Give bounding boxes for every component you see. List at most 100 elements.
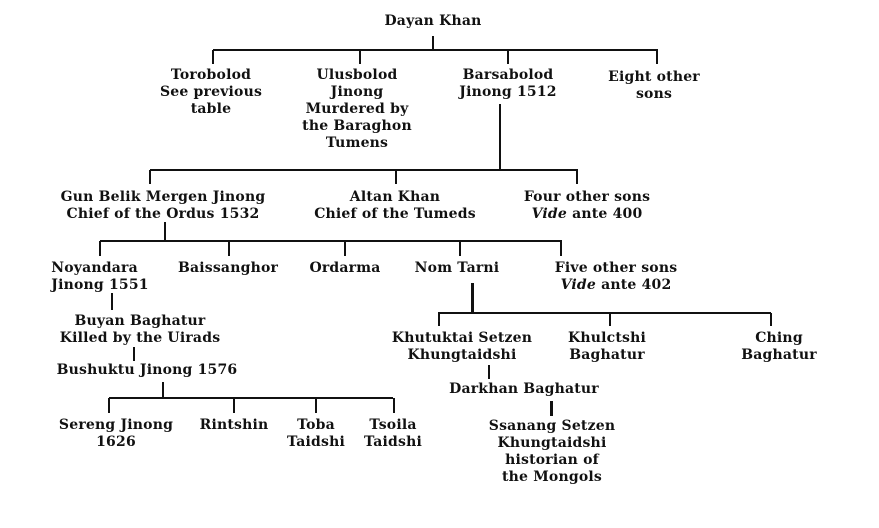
connector-line: [228, 241, 230, 256]
node-note: table: [190, 101, 232, 117]
connector-line: [459, 241, 461, 256]
node-label: Ulusbolod: [316, 67, 398, 83]
connector-line: [507, 50, 509, 64]
connector-line: [162, 382, 164, 397]
connector-line: [609, 313, 611, 326]
node-note: 1626: [96, 434, 136, 450]
node-label: Khulctshi: [567, 330, 647, 346]
node-dayan-khan: Dayan Khan: [384, 13, 481, 30]
node-note: Chief of the Ordus 1532: [66, 206, 260, 222]
node-label: Torobolod: [170, 67, 252, 83]
connector-line: [432, 36, 434, 50]
node-note: Tumens: [325, 135, 389, 151]
connector-line: [471, 283, 474, 313]
ref-text: ante 402: [596, 277, 672, 293]
node-label: Altan Khan: [349, 189, 441, 205]
node-note: Khungtaidshi: [407, 347, 517, 363]
node-label: Four other sons: [523, 189, 651, 205]
node-label: Nom Tarni: [414, 260, 500, 276]
connector-line: [656, 50, 658, 64]
sibling-bar: [213, 49, 658, 51]
sibling-bar: [109, 397, 393, 399]
node-note: Taidshi: [363, 434, 423, 450]
node-darkhan-baghatur: Darkhan Baghatur: [449, 381, 599, 398]
node-note: the Mongols: [502, 469, 602, 485]
vide-text: Vide: [531, 206, 568, 222]
node-note: sons: [635, 86, 673, 102]
node-label: Dayan Khan: [384, 13, 482, 29]
node-label: Barsabolod: [462, 67, 554, 83]
connector-line: [133, 347, 135, 361]
connector-line: [99, 241, 101, 256]
node-note: Chief of the Tumeds: [314, 206, 476, 222]
node-label: Toba: [297, 417, 335, 433]
node-note: Murdered by: [305, 101, 409, 117]
node-label: Bushuktu Jinong 1576: [56, 362, 238, 378]
connector-line: [315, 398, 317, 413]
connector-line: [499, 104, 501, 170]
node-label: Khutuktai Setzen: [391, 330, 533, 346]
node-label: Baissanghor: [177, 260, 279, 276]
connector-line: [488, 365, 490, 379]
node-ordarma: Ordarma: [309, 260, 380, 277]
node-note: Baghatur: [569, 347, 645, 363]
node-note: the Baraghon: [302, 118, 412, 134]
connector-line: [212, 50, 214, 64]
connector-line: [149, 170, 151, 184]
node-baissanghor: Baissanghor: [178, 260, 278, 277]
node-note: See previous: [159, 84, 263, 100]
connector-line: [359, 50, 361, 64]
connector-line: [164, 222, 166, 241]
node-note: Baghatur: [741, 347, 817, 363]
connector-line: [770, 313, 772, 326]
connector-line: [550, 401, 553, 416]
node-note: Jinong 1551: [51, 277, 149, 293]
connector-line: [111, 293, 113, 310]
connector-line: [395, 170, 397, 184]
node-label: Ssanang Setzen: [488, 418, 616, 434]
node-note: Jinong 1512: [459, 84, 557, 100]
node-note: Vide ante 402: [555, 277, 678, 294]
node-label: Tsoila: [369, 417, 417, 433]
node-label: Darkhan Baghatur: [449, 381, 599, 397]
node-label: Eight other: [608, 69, 700, 85]
node-note: Vide ante 400: [524, 206, 650, 223]
node-label: Noyandara: [51, 260, 138, 276]
node-note: Khungtaidshi: [497, 435, 607, 451]
ref-text: ante 400: [567, 206, 643, 222]
connector-line: [438, 313, 440, 326]
sibling-bar: [150, 169, 578, 171]
node-rintshin: Rintshin: [200, 417, 269, 434]
node-note: Jinong: [330, 84, 384, 100]
sibling-bar: [438, 312, 771, 314]
node-note: historian of: [505, 452, 599, 468]
connector-line: [344, 241, 346, 256]
node-nom-tarni: Nom Tarni: [415, 260, 500, 277]
node-label: Gun Belik Mergen Jinong: [60, 189, 266, 205]
node-label: Ordarma: [309, 260, 381, 276]
connector-line: [576, 170, 578, 184]
node-note: Killed by the Uirads: [59, 330, 221, 346]
node-label: Buyan Baghatur: [74, 313, 206, 329]
sibling-bar: [100, 240, 562, 242]
connector-line: [560, 241, 562, 256]
node-bushuktu: Bushuktu Jinong 1576: [57, 362, 238, 379]
connector-line: [233, 398, 235, 413]
node-label: Rintshin: [199, 417, 269, 433]
